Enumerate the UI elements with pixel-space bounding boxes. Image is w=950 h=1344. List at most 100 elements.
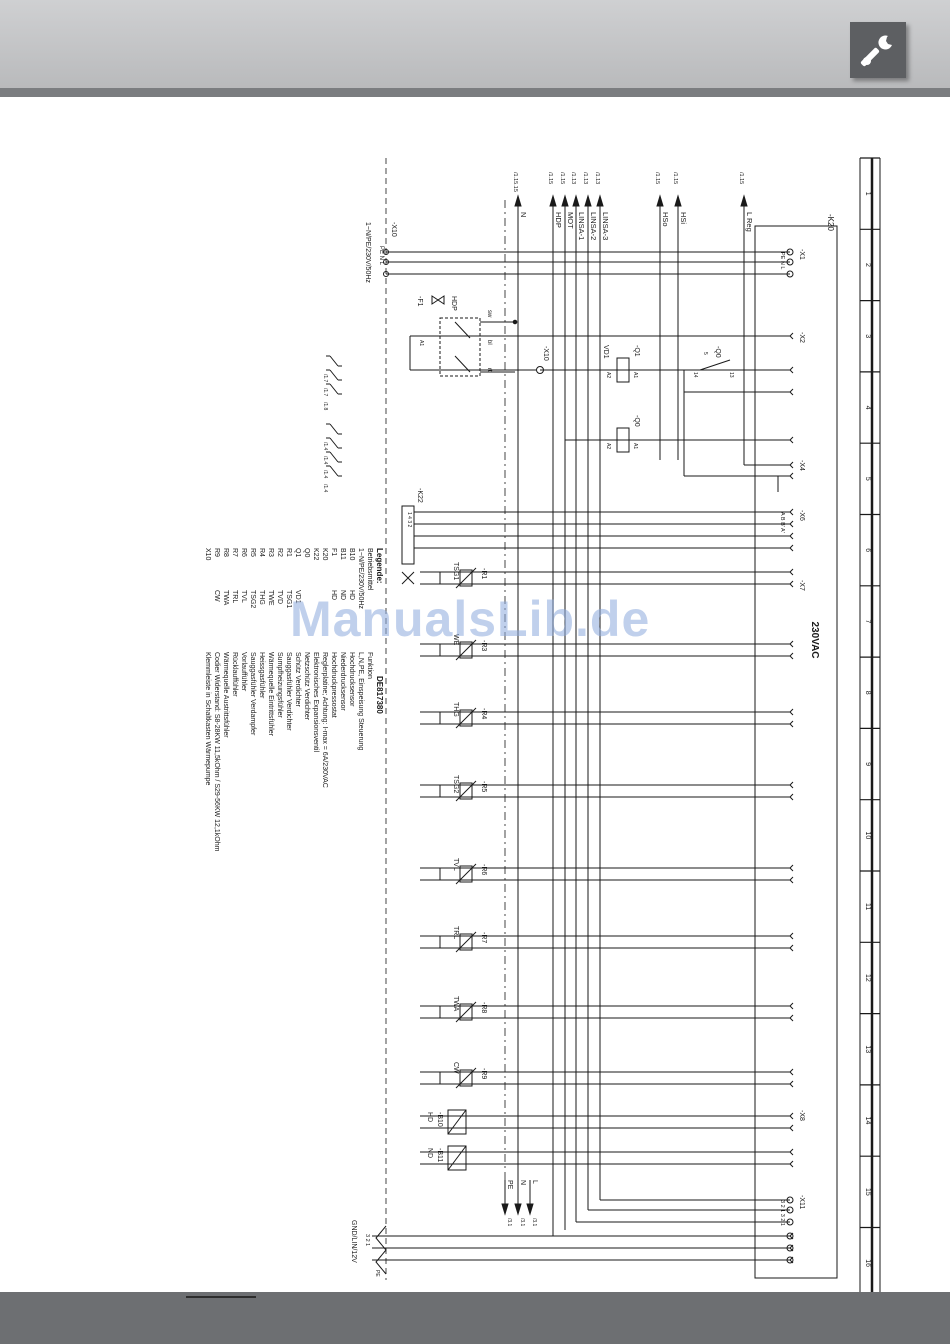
terminal-hook bbox=[789, 436, 794, 444]
signal-name: HSo bbox=[661, 212, 670, 227]
sensor-id: -R9 bbox=[480, 1068, 487, 1079]
arrow-head bbox=[549, 194, 557, 207]
temperature-sensor bbox=[439, 567, 477, 589]
legend-ref: R5 bbox=[249, 548, 256, 557]
signal-ref: /1.13 bbox=[570, 172, 576, 184]
terminal-point bbox=[786, 1206, 794, 1214]
sensor-name: TSG1 bbox=[452, 562, 459, 580]
sensor-body bbox=[459, 641, 473, 659]
sensor-body bbox=[459, 933, 473, 951]
legend-ref: F1 bbox=[330, 548, 337, 556]
sensor-body bbox=[459, 569, 473, 587]
grid-number: 9 bbox=[864, 762, 871, 766]
sensor-id: -R4 bbox=[480, 708, 487, 719]
sensor-id: -R6 bbox=[480, 864, 487, 875]
k20-label: -K20 bbox=[826, 214, 835, 231]
terminal-x11-pins: 3 2 1 3 2 1 bbox=[779, 1200, 785, 1226]
terminal-hook bbox=[789, 332, 794, 340]
terminal-hook bbox=[789, 1124, 794, 1132]
grid-number: 16 bbox=[864, 1259, 871, 1267]
lv-pins: 3 2 1 bbox=[364, 1234, 370, 1246]
terminal-hook bbox=[789, 1244, 794, 1252]
supply-voltage-label: 230VAC bbox=[809, 621, 820, 658]
legend-desc: Sumpfheizungsfühler bbox=[276, 652, 283, 718]
sensor-name: TVL bbox=[452, 858, 459, 871]
tool-badge bbox=[850, 22, 906, 78]
legend-desc: Niederdrucksensor bbox=[339, 652, 346, 711]
q0-contact-block bbox=[329, 465, 339, 477]
sensor-arrow bbox=[455, 1067, 477, 1089]
terminal-hook bbox=[789, 1080, 794, 1088]
terminal-hook bbox=[789, 1014, 794, 1022]
arrow-head bbox=[584, 194, 592, 207]
f1-label: -F1 bbox=[416, 296, 423, 307]
signal-name: N bbox=[519, 212, 528, 217]
bottom-signal-ref: /3.1 bbox=[506, 1218, 512, 1227]
pressure-id: -B10 bbox=[436, 1112, 443, 1127]
q1-contact-block bbox=[329, 355, 339, 367]
legend-desc: Elektronisches Expansionsventil bbox=[312, 652, 319, 752]
terminal-x1: -X1 bbox=[798, 249, 805, 260]
arrow-head bbox=[572, 194, 580, 207]
f1-contact bbox=[454, 355, 471, 373]
terminal-hook bbox=[789, 1232, 794, 1240]
legend-desc: Heissgasfühler bbox=[258, 652, 265, 699]
pressure-sensor-diag bbox=[447, 1145, 467, 1171]
signal-ref: /1.15 bbox=[547, 172, 553, 184]
legend-ref: R4 bbox=[258, 548, 265, 557]
grid-number: 5 bbox=[864, 477, 871, 481]
watermark: ManualsLib.de bbox=[290, 591, 651, 647]
legend-abbr: ND bbox=[339, 590, 346, 600]
terminal-x8: -X8 bbox=[798, 1110, 805, 1121]
legend-desc: Klemmleiste in Schaltkasten Wärmepumpe bbox=[204, 652, 211, 786]
grid-number: 10 bbox=[864, 831, 871, 839]
q0-contact-label: -Q0 bbox=[714, 346, 721, 358]
q1-contact-block bbox=[329, 369, 339, 381]
legend-ref: R6 bbox=[240, 548, 247, 557]
terminal-hook bbox=[789, 1002, 794, 1010]
arrow-head bbox=[526, 1203, 534, 1216]
coil-pin: A2 bbox=[605, 443, 611, 449]
terminal-hook bbox=[789, 720, 794, 728]
grid-number: 15 bbox=[864, 1188, 871, 1196]
sensor-arrow bbox=[455, 780, 477, 802]
sensor-id: -R7 bbox=[480, 932, 487, 943]
lv-label: GND/LIN/12V bbox=[350, 1220, 357, 1263]
terminal-hook bbox=[789, 532, 794, 540]
bottom-signal-name: N bbox=[519, 1180, 526, 1185]
terminal-hook bbox=[789, 461, 794, 469]
x10-power-label: -X10 bbox=[390, 222, 397, 237]
terminal-point bbox=[786, 270, 794, 278]
f1-contact bbox=[454, 321, 471, 339]
x10-power-lines: PE N L bbox=[378, 246, 384, 266]
terminal-x2: -X2 bbox=[798, 332, 805, 343]
legend-desc: Wärmequelle Austrittsfühler bbox=[222, 652, 229, 738]
sensor-name: TWA bbox=[452, 996, 459, 1012]
grid-number: 11 bbox=[864, 903, 871, 910]
legend-desc: Netzschütz Verdichter bbox=[303, 652, 310, 721]
terminal-hook bbox=[789, 1112, 794, 1120]
grid-number: 4 bbox=[864, 406, 871, 410]
sensor-arrow bbox=[455, 639, 477, 661]
legend-abbr: TSG2 bbox=[249, 590, 256, 608]
terminal-hook bbox=[789, 781, 794, 789]
terminal-point bbox=[786, 1196, 794, 1204]
legend-ref: R1 bbox=[285, 548, 292, 557]
header-stripe bbox=[0, 88, 950, 97]
legend-abbr: VD1 bbox=[294, 590, 301, 604]
sensor-name: CW bbox=[452, 1062, 459, 1074]
sensor-arrow bbox=[455, 1001, 477, 1023]
arrow-head bbox=[596, 194, 604, 207]
terminal-x7: -X7 bbox=[798, 580, 805, 591]
terminal-hook bbox=[789, 568, 794, 576]
signal-name: HSi bbox=[679, 212, 688, 224]
terminal-hook bbox=[789, 1148, 794, 1156]
terminal-hook bbox=[789, 544, 794, 552]
terminal-point bbox=[383, 249, 389, 255]
signal-ref: /1.15 bbox=[672, 172, 678, 184]
terminal-hook bbox=[789, 508, 794, 516]
legend-ref: R3 bbox=[267, 548, 274, 557]
terminal-hook bbox=[789, 932, 794, 940]
x10-terminal bbox=[536, 366, 544, 374]
